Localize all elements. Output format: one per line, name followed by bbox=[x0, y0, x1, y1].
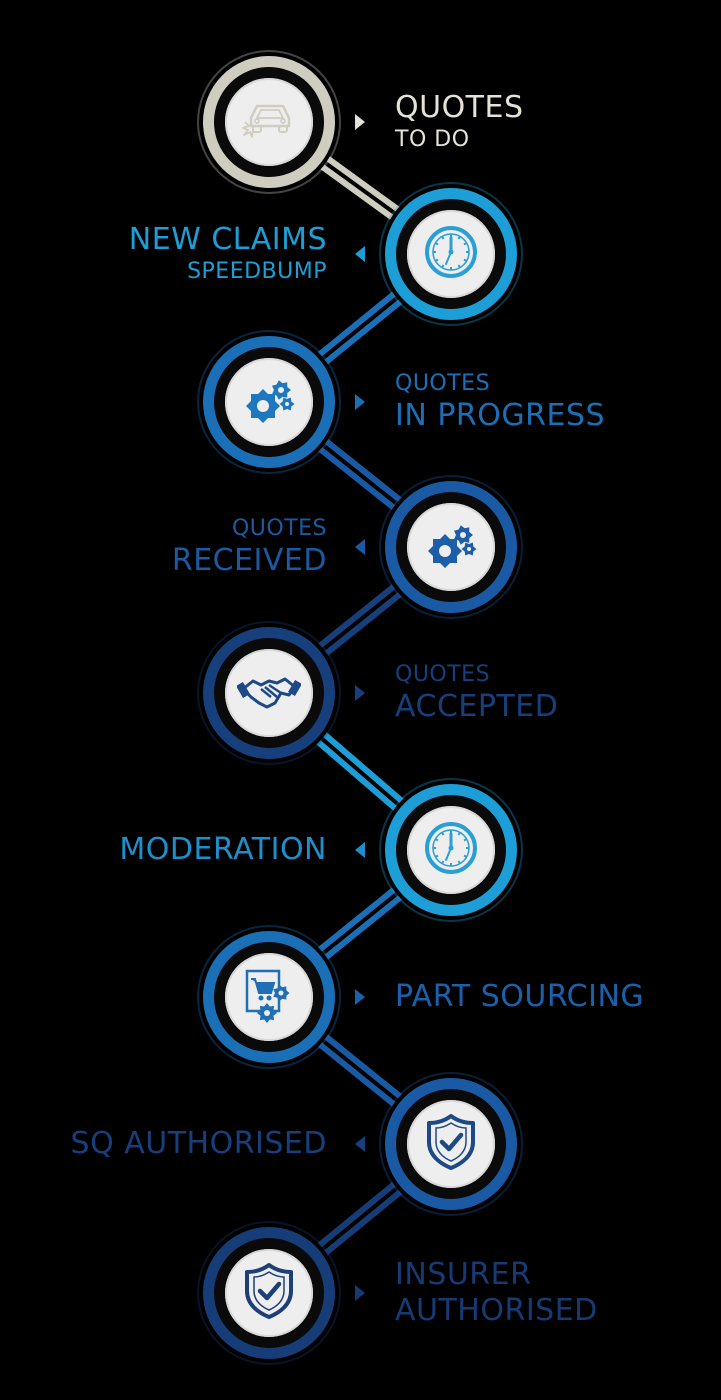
step-label-line: QUOTES bbox=[395, 371, 491, 396]
step-disc bbox=[225, 1249, 313, 1337]
step-node-part-sourcing bbox=[203, 931, 335, 1063]
shield-check-icon bbox=[419, 1110, 483, 1178]
pointer-arrow-icon bbox=[355, 394, 365, 410]
shield-check-icon bbox=[237, 1259, 301, 1327]
step-node-quotes-to-do bbox=[203, 56, 335, 188]
step-label-line: QUOTES bbox=[395, 90, 524, 125]
step-label-line: TO DO bbox=[395, 127, 470, 152]
pointer-arrow-icon bbox=[355, 685, 365, 701]
step-node-moderation bbox=[385, 784, 517, 916]
gears-icon bbox=[237, 368, 301, 436]
car-icon bbox=[237, 88, 301, 156]
step-label-line: NEW CLAIMS bbox=[128, 222, 327, 257]
step-label-line: IN PROGRESS bbox=[395, 398, 606, 433]
step-node-quotes-received bbox=[385, 481, 517, 613]
cart-gears-icon bbox=[237, 963, 301, 1031]
step-label-part-sourcing: PART SOURCING bbox=[395, 982, 644, 1012]
step-label-sq-authorised: SQ AUTHORISED bbox=[71, 1129, 327, 1159]
step-disc bbox=[407, 1100, 495, 1188]
gears-icon bbox=[419, 513, 483, 581]
step-label-line: MODERATION bbox=[119, 832, 327, 867]
step-label-line: ACCEPTED bbox=[395, 689, 559, 724]
step-disc bbox=[225, 358, 313, 446]
step-label-line: SQ AUTHORISED bbox=[70, 1126, 327, 1161]
pointer-arrow-icon bbox=[355, 246, 365, 262]
pointer-arrow-icon bbox=[355, 1136, 365, 1152]
step-disc bbox=[407, 503, 495, 591]
step-node-quotes-in-progress bbox=[203, 336, 335, 468]
step-disc bbox=[225, 649, 313, 737]
step-disc bbox=[225, 78, 313, 166]
step-node-quotes-accepted bbox=[203, 627, 335, 759]
step-node-sq-authorised bbox=[385, 1078, 517, 1210]
step-label-line: SPEEDBUMP bbox=[187, 259, 327, 284]
step-disc bbox=[407, 210, 495, 298]
step-label-line: PART SOURCING bbox=[395, 979, 645, 1014]
pointer-arrow-icon bbox=[355, 1285, 365, 1301]
pointer-arrow-icon bbox=[355, 114, 365, 130]
handshake-icon bbox=[236, 659, 302, 727]
step-node-new-claims-speedbump bbox=[385, 188, 517, 320]
pointer-arrow-icon bbox=[355, 989, 365, 1005]
step-label-line: QUOTES bbox=[395, 662, 491, 687]
step-label-line: AUTHORISED bbox=[395, 1293, 598, 1328]
step-disc bbox=[225, 953, 313, 1041]
pointer-arrow-icon bbox=[355, 842, 365, 858]
step-node-insurer-authorised bbox=[203, 1227, 335, 1359]
step-label-line: INSURER bbox=[395, 1257, 532, 1292]
clock-icon bbox=[419, 816, 483, 884]
pointer-arrow-icon bbox=[355, 539, 365, 555]
step-disc bbox=[407, 806, 495, 894]
step-label-line: QUOTES bbox=[231, 516, 327, 541]
clock-icon bbox=[419, 220, 483, 288]
step-label-moderation: MODERATION bbox=[119, 835, 327, 865]
step-label-line: RECEIVED bbox=[171, 543, 327, 578]
